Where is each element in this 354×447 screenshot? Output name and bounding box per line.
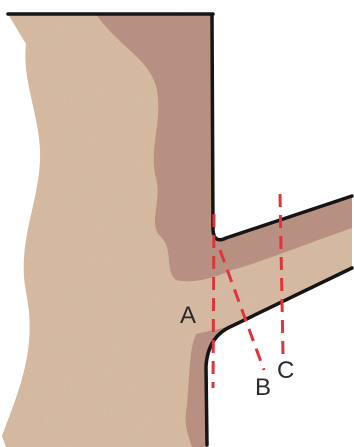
label-a: A xyxy=(180,302,196,329)
tissue-grain-texture xyxy=(2,14,352,447)
label-c: C xyxy=(277,357,294,384)
cut-line-a xyxy=(213,214,214,388)
label-b: B xyxy=(255,374,271,401)
